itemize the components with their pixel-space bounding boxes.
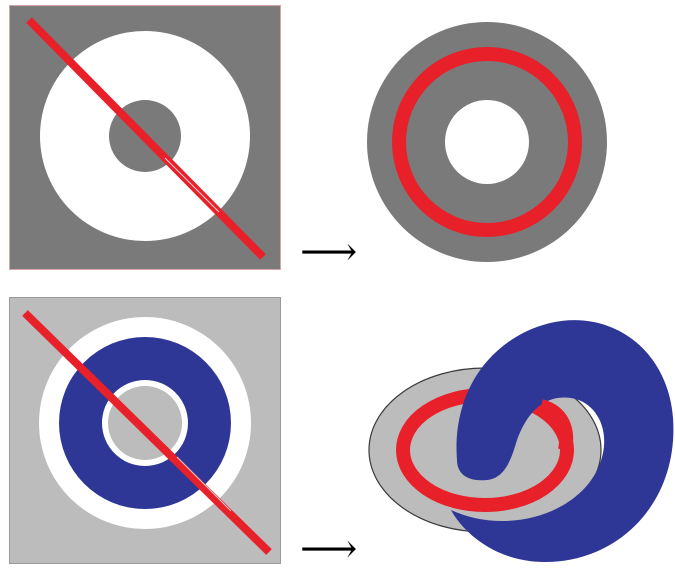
top-result-annulus: [365, 20, 610, 265]
bottom-inner-hole: [108, 386, 182, 460]
top-source-square: [9, 5, 281, 270]
top-result-hole: [445, 100, 529, 184]
bottom-result-linked-bands: [365, 300, 675, 565]
top-arrow: ⟶: [300, 232, 357, 272]
bottom-arrow: ⟶: [300, 529, 357, 569]
bottom-source-square: [9, 297, 281, 564]
